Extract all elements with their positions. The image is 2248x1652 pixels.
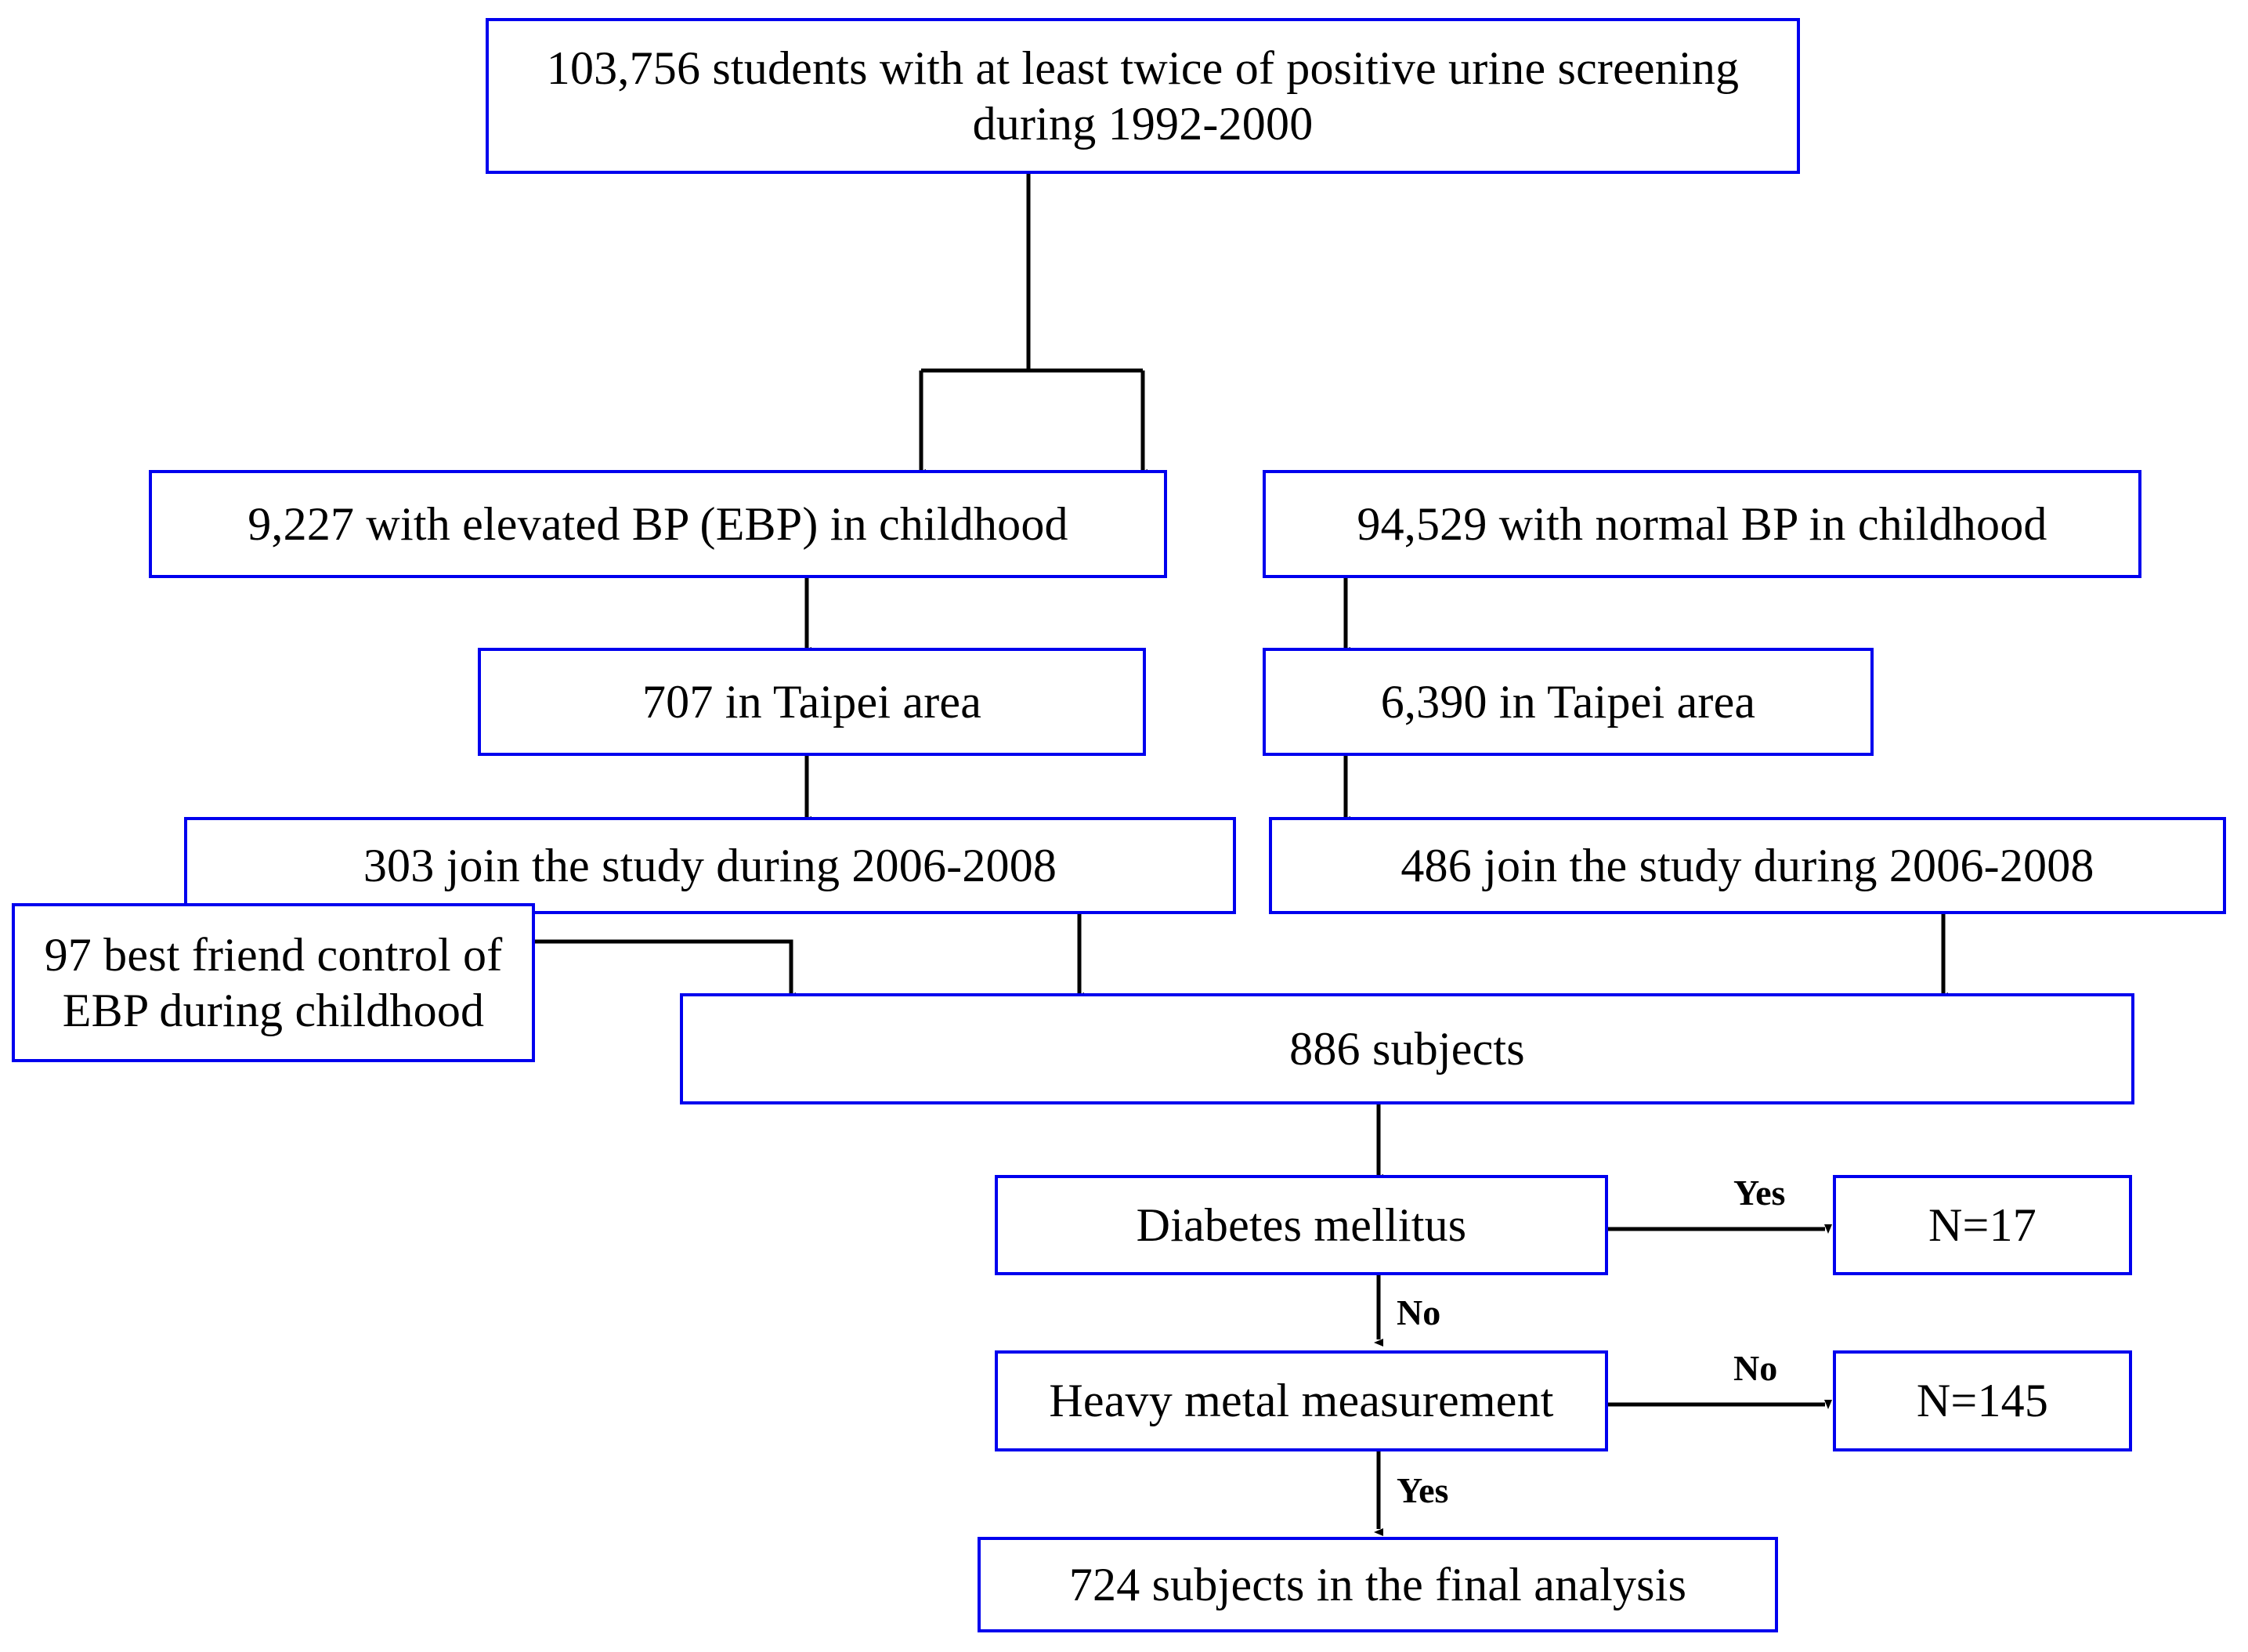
edge-label-diabetes-no: No bbox=[1397, 1292, 1441, 1332]
node-heavy-metal-excluded-label: N=145 bbox=[1916, 1375, 2049, 1427]
edge-label-heavy-metal-no: No bbox=[1733, 1348, 1778, 1388]
node-heavy-metal-label: Heavy metal measurement bbox=[1049, 1375, 1554, 1427]
node-cohort[interactable]: 103,756 students with at least twice of … bbox=[486, 18, 1800, 174]
node-best-friend[interactable]: 97 best friend control of EBP during chi… bbox=[12, 903, 535, 1062]
node-heavy-metal[interactable]: Heavy metal measurement bbox=[995, 1350, 1608, 1451]
node-diabetes-excluded-label: N=17 bbox=[1928, 1198, 2037, 1251]
edge-label-diabetes-yes: Yes bbox=[1733, 1173, 1786, 1213]
node-diabetes[interactable]: Diabetes mellitus bbox=[995, 1175, 1608, 1275]
node-diabetes-label: Diabetes mellitus bbox=[1136, 1198, 1467, 1251]
node-joined-normal-label: 486 join the study during 2006-2008 bbox=[1400, 839, 2094, 891]
edge-best-friend-to-subjects bbox=[535, 939, 796, 1000]
node-normal-bp[interactable]: 94,529 with normal BP in childhood bbox=[1263, 470, 2141, 578]
node-taipei-normal-label: 6,390 in Taipei area bbox=[1380, 675, 1756, 728]
node-diabetes-excluded[interactable]: N=17 bbox=[1833, 1175, 2132, 1275]
node-taipei-ebp[interactable]: 707 in Taipei area bbox=[478, 648, 1146, 756]
node-cohort-label: 103,756 students with at least twice of … bbox=[546, 42, 1740, 150]
node-joined-ebp-label: 303 join the study during 2006-2008 bbox=[363, 839, 1057, 891]
node-final[interactable]: 724 subjects in the final analysis bbox=[978, 1537, 1778, 1632]
node-joined-ebp[interactable]: 303 join the study during 2006-2008 bbox=[184, 817, 1236, 914]
node-subjects[interactable]: 886 subjects bbox=[680, 993, 2134, 1104]
node-normal-bp-label: 94,529 with normal BP in childhood bbox=[1357, 497, 2047, 550]
node-best-friend-label: 97 best friend control of EBP during chi… bbox=[44, 928, 503, 1036]
node-heavy-metal-excluded[interactable]: N=145 bbox=[1833, 1350, 2132, 1451]
node-subjects-label: 886 subjects bbox=[1289, 1022, 1525, 1075]
node-elevated-bp-label: 9,227 with elevated BP (EBP) in childhoo… bbox=[248, 497, 1068, 550]
node-taipei-ebp-label: 707 in Taipei area bbox=[642, 675, 982, 728]
node-joined-normal[interactable]: 486 join the study during 2006-2008 bbox=[1269, 817, 2226, 914]
edge-label-heavy-metal-yes: Yes bbox=[1397, 1470, 1449, 1510]
node-final-label: 724 subjects in the final analysis bbox=[1068, 1558, 1687, 1610]
node-elevated-bp[interactable]: 9,227 with elevated BP (EBP) in childhoo… bbox=[149, 470, 1167, 578]
node-taipei-normal[interactable]: 6,390 in Taipei area bbox=[1263, 648, 1874, 756]
